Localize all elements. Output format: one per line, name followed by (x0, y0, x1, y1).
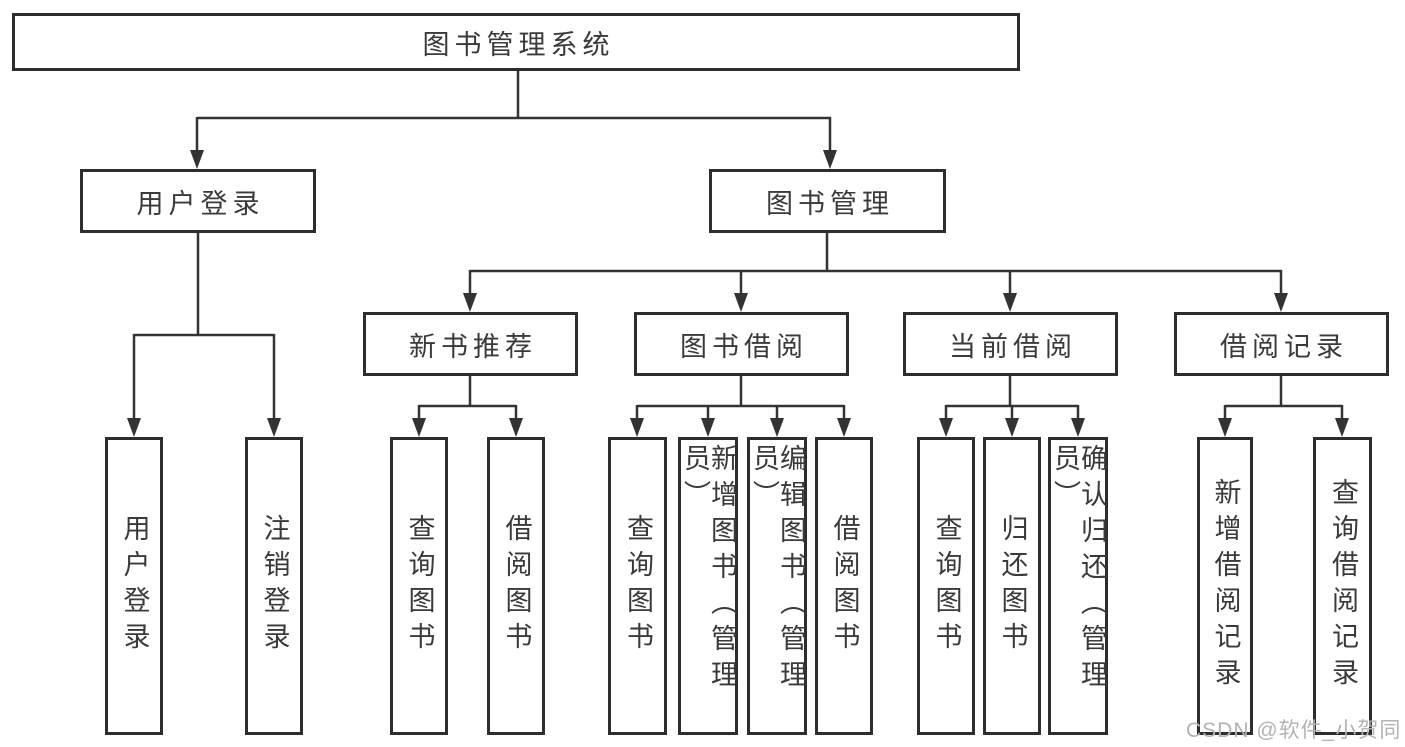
leaf-confirm-return-admin: 确认归还（管理员） (1048, 437, 1108, 735)
csdn-watermark: CSDN @软件_小贺同学 (1186, 719, 1402, 742)
leaf-return-books: 归还图书 (983, 437, 1041, 735)
node-user-login: 用户登录 (80, 169, 316, 233)
leaf-query-books-recommend: 查询图书 (390, 437, 448, 735)
leaf-add-borrow-record: 新增借阅记录 (1197, 437, 1253, 735)
node-borrowing-records: 借阅记录 (1174, 312, 1389, 376)
leaf-query-books-borrowing: 查询图书 (608, 437, 667, 735)
node-new-book-recommend: 新书推荐 (363, 312, 578, 376)
node-current-borrowing: 当前借阅 (903, 312, 1118, 376)
leaf-edit-books-admin: 编辑图书（管理员） (747, 437, 807, 735)
node-book-borrowing: 图书借阅 (634, 312, 849, 376)
node-book-management-system: 图书管理系统 (12, 13, 1020, 71)
node-book-management: 图书管理 (709, 169, 946, 233)
leaf-query-books-current: 查询图书 (917, 437, 975, 735)
leaf-borrow-books-recommend: 借阅图书 (487, 437, 545, 735)
leaf-borrow-books-borrowing: 借阅图书 (815, 437, 873, 735)
leaf-logout: 注销登录 (245, 437, 303, 735)
leaf-query-borrow-record: 查询借阅记录 (1313, 437, 1372, 735)
leaf-user-login: 用户登录 (105, 437, 163, 735)
leaf-add-books-admin: 新增图书（管理员） (678, 437, 738, 735)
